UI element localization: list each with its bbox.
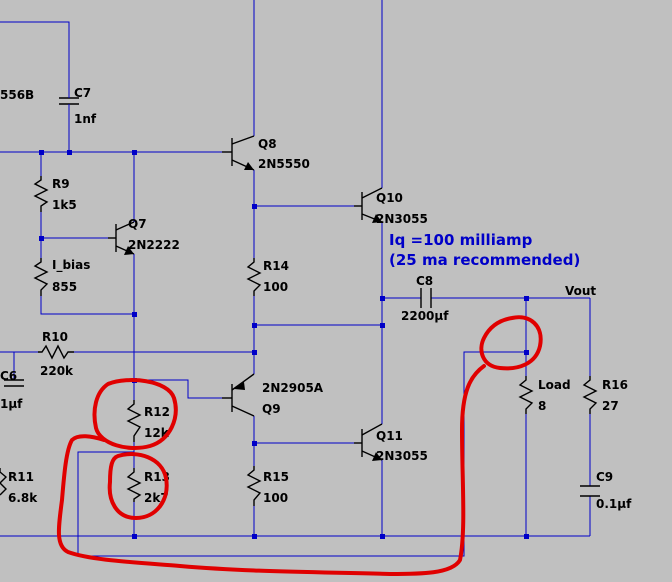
r16-ref: R16 bbox=[602, 378, 628, 392]
resistor-r14 bbox=[246, 258, 262, 296]
c9-value: 0.1µf bbox=[596, 497, 632, 511]
red-markup bbox=[56, 315, 543, 576]
r9-value: 1k5 bbox=[52, 198, 77, 212]
r14-value: 100 bbox=[263, 280, 288, 294]
i-bias-value: 855 bbox=[52, 280, 77, 294]
wires bbox=[0, 0, 591, 557]
labels: 556B C7 1nf Q8 2N5550 R9 1k5 Q7 2N2222 Q… bbox=[0, 86, 632, 511]
q7-value: 2N2222 bbox=[128, 238, 180, 252]
iq-recommendation: (25 ma recommended) bbox=[389, 251, 580, 269]
r11-value: 6.8k bbox=[8, 491, 38, 505]
r14-ref: R14 bbox=[263, 259, 289, 273]
r15-value: 100 bbox=[263, 491, 288, 505]
r10-ref: R10 bbox=[42, 330, 68, 344]
resistor-r15 bbox=[246, 466, 262, 506]
transistor-q8 bbox=[222, 135, 255, 171]
c8-value: 2200µf bbox=[401, 309, 449, 323]
c9-ref: C9 bbox=[596, 470, 613, 484]
q9-value: 2N2905A bbox=[262, 381, 324, 395]
q11-ref: Q11 bbox=[376, 429, 403, 443]
resistor-r11-partial bbox=[0, 468, 8, 496]
c6-value: 1µf bbox=[0, 397, 23, 411]
c6-ref: C6 bbox=[0, 369, 17, 383]
capacitor-c9 bbox=[580, 485, 600, 497]
r11-ref: R11 bbox=[8, 470, 34, 484]
transistor-q9 bbox=[222, 373, 255, 417]
markup-circle-load-node bbox=[479, 315, 543, 371]
resistor-load bbox=[518, 376, 534, 414]
resistor-i-bias bbox=[33, 258, 49, 296]
c8-ref: C8 bbox=[416, 274, 433, 288]
r12-ref: R12 bbox=[144, 405, 170, 419]
q10-value: 2N3055 bbox=[376, 212, 428, 226]
r15-ref: R15 bbox=[263, 470, 289, 484]
i-bias-ref: I_bias bbox=[52, 258, 90, 273]
transistor-q10 bbox=[354, 187, 383, 223]
q8-ref: Q8 bbox=[258, 137, 277, 151]
partial-label-556b: 556B bbox=[0, 88, 34, 102]
q8-value: 2N5550 bbox=[258, 157, 310, 171]
c7-ref: C7 bbox=[74, 86, 91, 100]
transistor-q7 bbox=[108, 221, 135, 255]
r10-value: 220k bbox=[40, 364, 74, 378]
resistor-r12 bbox=[126, 400, 142, 442]
load-value: 8 bbox=[538, 399, 546, 413]
c7-value: 1nf bbox=[74, 112, 97, 126]
r16-value: 27 bbox=[602, 399, 619, 413]
capacitor-c7 bbox=[59, 88, 79, 112]
markup-loop-line bbox=[56, 364, 486, 576]
q9-ref: Q9 bbox=[262, 402, 281, 416]
transistor-q11 bbox=[354, 423, 383, 461]
iq-annotation: Iq =100 milliamp bbox=[389, 231, 533, 249]
markup-circle-r13 bbox=[107, 452, 169, 520]
markup-circle-r12 bbox=[92, 378, 178, 450]
load-ref: Load bbox=[538, 378, 571, 392]
resistor-r13 bbox=[126, 468, 142, 502]
vout-label: Vout bbox=[565, 284, 596, 298]
capacitor-c8 bbox=[420, 288, 432, 308]
q7-ref: Q7 bbox=[128, 217, 147, 231]
q11-value: 2N3055 bbox=[376, 449, 428, 463]
resistor-r9 bbox=[33, 176, 49, 212]
resistor-r10 bbox=[38, 344, 74, 360]
resistor-r16 bbox=[582, 376, 598, 414]
q10-ref: Q10 bbox=[376, 191, 403, 205]
r9-ref: R9 bbox=[52, 177, 70, 191]
capacitor-c6-partial bbox=[4, 379, 24, 387]
